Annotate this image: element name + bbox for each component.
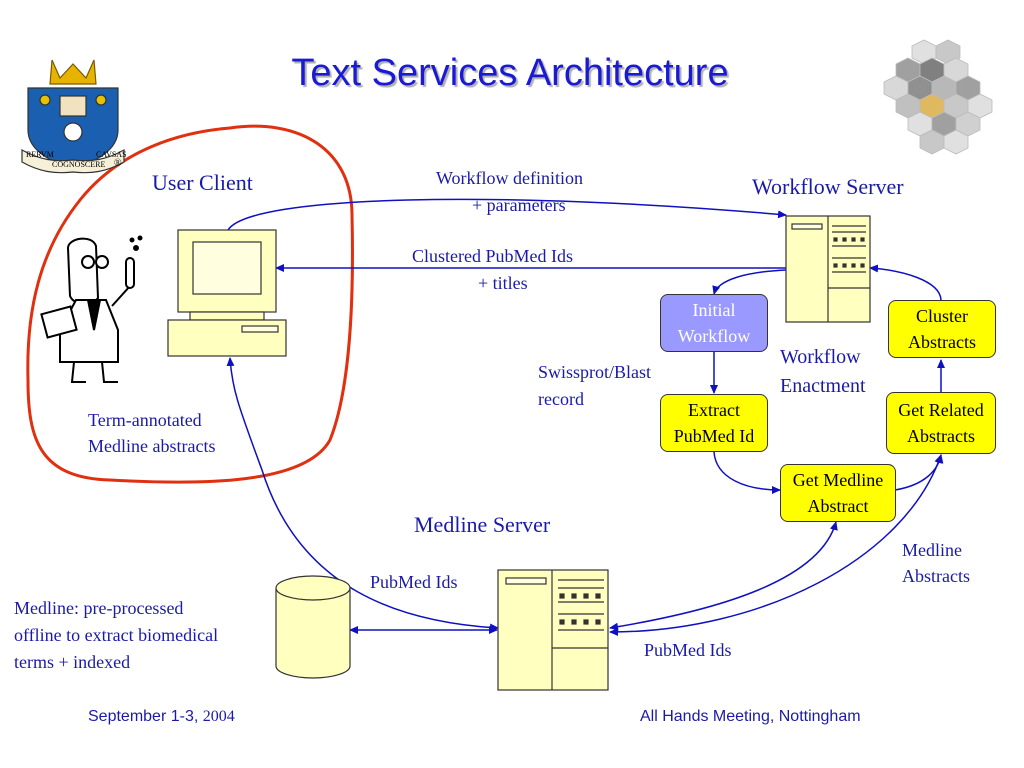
user-client-lasso (26, 124, 354, 484)
workflow-server-label: Workflow Server (752, 174, 904, 199)
footer-date-prefix: September 1-3, (88, 708, 203, 725)
initial-workflow-box: Initial Workflow (660, 294, 768, 352)
swissprot-label-line2: record (538, 389, 584, 409)
arrow-cluster-to-server (869, 264, 942, 301)
arrow-pubmed-ids-right (609, 521, 838, 631)
get-medline-abstract-box: Get Medline Abstract (780, 464, 896, 522)
footer-date: September 1-3, 2004 (88, 708, 235, 726)
medline-server-label: Medline Server (414, 512, 551, 537)
term-annotated-label-line1: Term-annotated (88, 410, 202, 430)
medline-db-label-line2: offline to extract biomedical (14, 625, 219, 645)
crest-motto-left: RERVM (26, 150, 54, 159)
footer-event: All Hands Meeting, Nottingham (640, 708, 861, 725)
database-icon (275, 575, 351, 679)
arrow-extract-to-getmedline (713, 451, 781, 494)
university-crest (21, 59, 125, 174)
workflow-server-icon (785, 215, 871, 323)
arrow-pubmed-ids-left (226, 357, 499, 632)
clustered-ids-label-line1: Clustered PubMed Ids (412, 246, 573, 266)
crest-motto-right: CAVSAS (96, 150, 127, 159)
workflow-enactment-label-line1: Workflow (780, 346, 861, 368)
get-related-abstracts-box: Get Related Abstracts (886, 392, 996, 454)
medline-abstracts-label-line1: Medline (902, 540, 962, 560)
footer-date-year: 2004 (202, 708, 235, 725)
cube-logo-icon (883, 39, 993, 155)
workflow-enactment-label-line2: Enactment (780, 375, 866, 397)
medline-abstracts-label-line2: Abstracts (902, 566, 970, 586)
medline-server-icon (497, 569, 609, 691)
clustered-ids-label-line2: + titles (478, 273, 528, 293)
scientist-icon (40, 235, 143, 383)
workflow-definition-label-line2: + parameters (472, 195, 566, 215)
page-title: Text Services Architecture (291, 52, 729, 94)
arrow-workflow-definition (227, 198, 787, 231)
crest-registered-mark: ® (114, 158, 122, 169)
medline-db-label-line3: terms + indexed (14, 652, 131, 672)
crest-motto-mid: COGNOSCERE (52, 160, 106, 169)
workflow-definition-label-line1: Workflow definition (436, 168, 584, 188)
cluster-abstracts-box: Cluster Abstracts (888, 300, 996, 358)
extract-pubmed-id-box: Extract PubMed Id (660, 394, 768, 452)
arrow-server-to-initial (712, 269, 787, 295)
medline-db-label-line1: Medline: pre-processed (14, 598, 184, 618)
arrow-medline-abstracts (609, 454, 943, 636)
pubmed-ids-right-label: PubMed Ids (644, 640, 732, 660)
user-client-label: User Client (152, 170, 253, 195)
computer-icon (167, 229, 287, 357)
swissprot-label-line1: Swissprot/Blast (538, 362, 652, 382)
pubmed-ids-left-label: PubMed Ids (370, 572, 458, 592)
term-annotated-label-line2: Medline abstracts (88, 436, 216, 456)
